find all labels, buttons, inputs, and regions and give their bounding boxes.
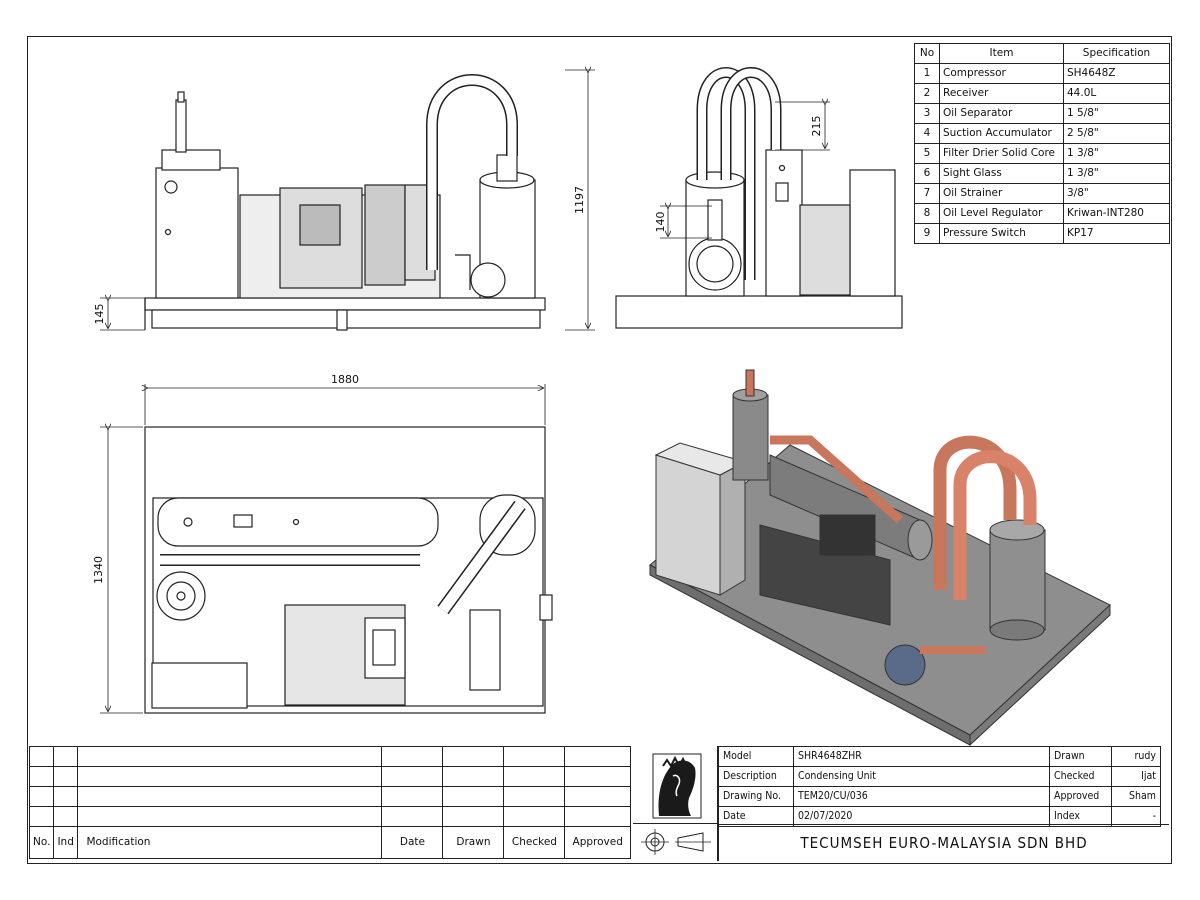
drawing-no-label: Drawing No. <box>718 786 794 807</box>
dim-1340: 1340 <box>92 556 105 584</box>
item-no: 6 <box>914 163 940 184</box>
item-no: 4 <box>914 123 940 144</box>
rev-header-no: No. <box>28 826 55 859</box>
revision-row <box>28 806 631 827</box>
description-label: Description <box>718 766 794 787</box>
item-spec: 1 5/8" <box>1063 103 1170 124</box>
item-name: Sight Glass <box>939 163 1064 184</box>
revision-row <box>28 766 631 787</box>
dim-1197: 1197 <box>573 186 586 214</box>
top-view <box>144 426 553 714</box>
item-name: Filter Drier Solid Core <box>939 143 1064 164</box>
title-fields: Model SHR4648ZHR Drawn rudy Description … <box>718 746 1161 827</box>
company-logo <box>633 746 718 824</box>
dim-1880: 1880 <box>331 373 359 386</box>
revision-row <box>28 786 631 807</box>
item-no: 5 <box>914 143 940 164</box>
isometric-view <box>649 369 1111 747</box>
item-no: 1 <box>914 63 940 84</box>
projection-symbol <box>633 824 718 861</box>
revision-row <box>28 746 631 767</box>
rev-header-modification: Modification <box>77 826 383 859</box>
side-view <box>144 74 546 331</box>
item-name: Suction Accumulator <box>939 123 1064 144</box>
item-no: 9 <box>914 223 940 244</box>
title-block: Model SHR4648ZHR Drawn rudy Description … <box>633 746 1171 863</box>
first-angle-projection-icon <box>641 829 711 855</box>
drawn-label: Drawn <box>1049 746 1112 767</box>
item-no: 3 <box>914 103 940 124</box>
dim-145: 145 <box>93 304 106 325</box>
description-value: Condensing Unit <box>793 766 1050 787</box>
index-label: Index <box>1049 806 1112 827</box>
item-spec: 3/8" <box>1063 183 1170 204</box>
approved-value: Sham <box>1111 786 1161 807</box>
item-name: Oil Strainer <box>939 183 1064 204</box>
model-value: SHR4648ZHR <box>793 746 1050 767</box>
company-name: TECUMSEH EURO-MALAYSIA SDN BHD <box>718 824 1169 861</box>
chief-head-logo-icon <box>652 753 702 819</box>
item-spec: 44.0L <box>1063 83 1170 104</box>
item-spec: 2 5/8" <box>1063 123 1170 144</box>
approved-label: Approved <box>1049 786 1112 807</box>
item-name: Oil Separator <box>939 103 1064 124</box>
item-no: 7 <box>914 183 940 204</box>
items-header-row: No Item Specification <box>914 43 1170 64</box>
checked-value: Ijat <box>1111 766 1161 787</box>
side-dimensions <box>100 70 595 331</box>
drawing-no-value: TEM20/CU/036 <box>793 786 1050 807</box>
item-name: Pressure Switch <box>939 223 1064 244</box>
date-value: 02/07/2020 <box>793 806 1050 827</box>
header-item: Item <box>939 43 1064 64</box>
header-no: No <box>914 43 940 64</box>
item-spec: SH4648Z <box>1063 63 1170 84</box>
rev-header-checked: Checked <box>503 826 566 859</box>
checked-label: Checked <box>1049 766 1112 787</box>
model-label: Model <box>718 746 794 767</box>
date-label: Date <box>718 806 794 827</box>
item-name: Compressor <box>939 63 1064 84</box>
end-view <box>615 67 903 329</box>
top-dimensions <box>100 384 546 714</box>
dim-215: 215 <box>810 116 823 137</box>
rev-header-approved: Approved <box>564 826 631 859</box>
item-no: 8 <box>914 203 940 224</box>
item-spec: 1 3/8" <box>1063 163 1170 184</box>
revision-table: No. Ind Modification Date Drawn Checked … <box>28 746 631 859</box>
item-name: Receiver <box>939 83 1064 104</box>
rev-header-ind: Ind <box>53 826 79 859</box>
index-value: - <box>1111 806 1161 827</box>
item-spec: Kriwan-INT280 <box>1063 203 1170 224</box>
rev-header-date: Date <box>381 826 444 859</box>
item-name: Oil Level Regulator <box>939 203 1064 224</box>
drawn-value: rudy <box>1111 746 1161 767</box>
header-specification: Specification <box>1063 43 1170 64</box>
item-spec: 1 3/8" <box>1063 143 1170 164</box>
item-spec: KP17 <box>1063 223 1170 244</box>
rev-header-drawn: Drawn <box>442 826 505 859</box>
item-no: 2 <box>914 83 940 104</box>
drawing-frame <box>27 36 1172 864</box>
dim-140: 140 <box>654 212 667 233</box>
end-dimensions <box>660 102 830 239</box>
revision-header-row: No. Ind Modification Date Drawn Checked … <box>28 826 631 859</box>
